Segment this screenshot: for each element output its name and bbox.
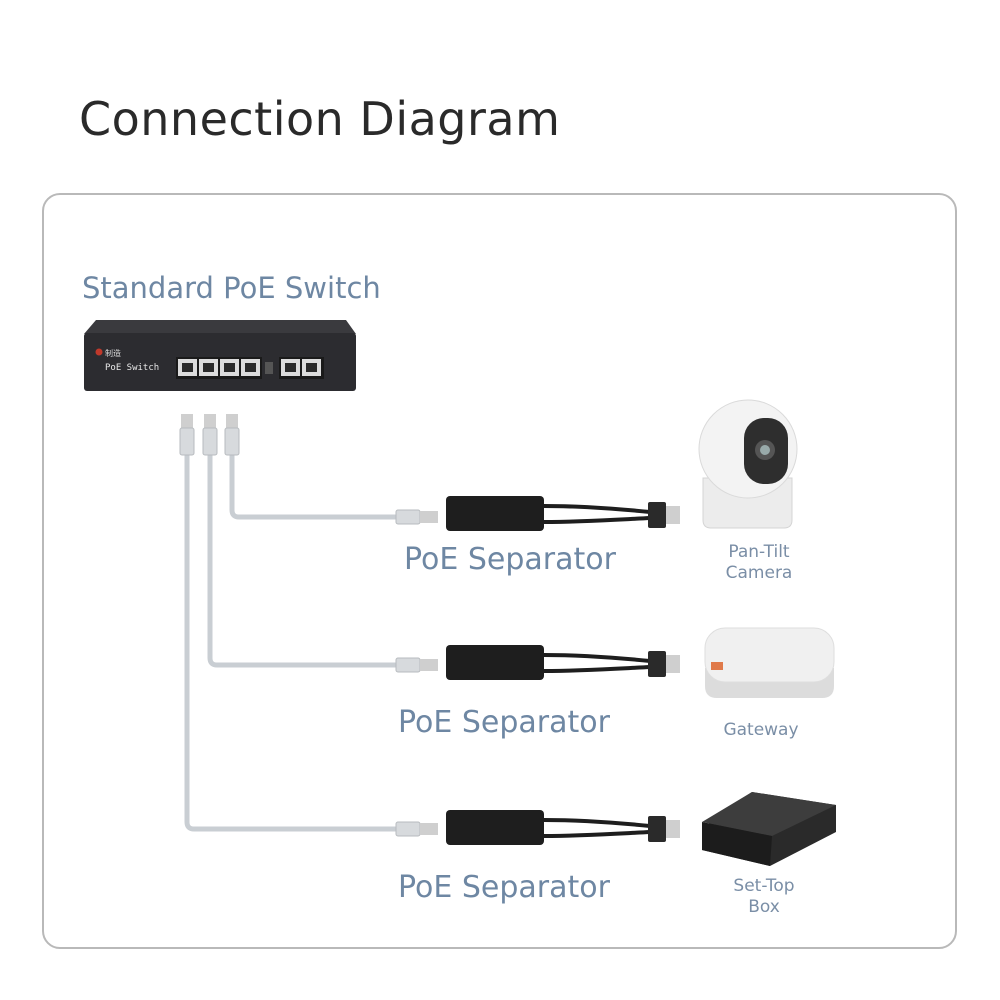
device-label-camera: Pan-Tilt Camera xyxy=(709,542,809,584)
poe-separator-2 xyxy=(395,645,680,680)
device-label-set-top-box: Set-Top Box xyxy=(714,876,814,918)
gateway-icon xyxy=(704,627,835,698)
poe-separator-1 xyxy=(395,496,680,531)
separator-label-3: PoE Separator xyxy=(398,870,610,905)
svg-text:制造: 制造 xyxy=(105,348,121,358)
device-label-camera-line1: Pan-Tilt xyxy=(728,542,790,562)
switch-label: Standard PoE Switch xyxy=(82,271,381,305)
switch-brand-text: PoE Switch xyxy=(105,363,159,373)
device-label-stb-line2: Box xyxy=(748,897,780,917)
separator-label-2: PoE Separator xyxy=(398,705,610,740)
device-label-gateway: Gateway xyxy=(711,720,811,741)
separator-label-1: PoE Separator xyxy=(404,542,616,577)
device-label-camera-line2: Camera xyxy=(725,563,793,583)
device-label-stb-line1: Set-Top xyxy=(733,876,795,896)
switch-connectors xyxy=(179,414,240,456)
poe-separator-3 xyxy=(395,810,680,845)
pan-tilt-camera-icon xyxy=(698,399,798,529)
cables xyxy=(184,452,403,832)
diagram-title: Connection Diagram xyxy=(79,92,561,146)
poe-switch: 制造 PoE Switch xyxy=(84,320,356,391)
diagram-frame xyxy=(42,193,957,949)
set-top-box-icon xyxy=(702,792,836,866)
device-label-gateway-line1: Gateway xyxy=(723,720,799,740)
